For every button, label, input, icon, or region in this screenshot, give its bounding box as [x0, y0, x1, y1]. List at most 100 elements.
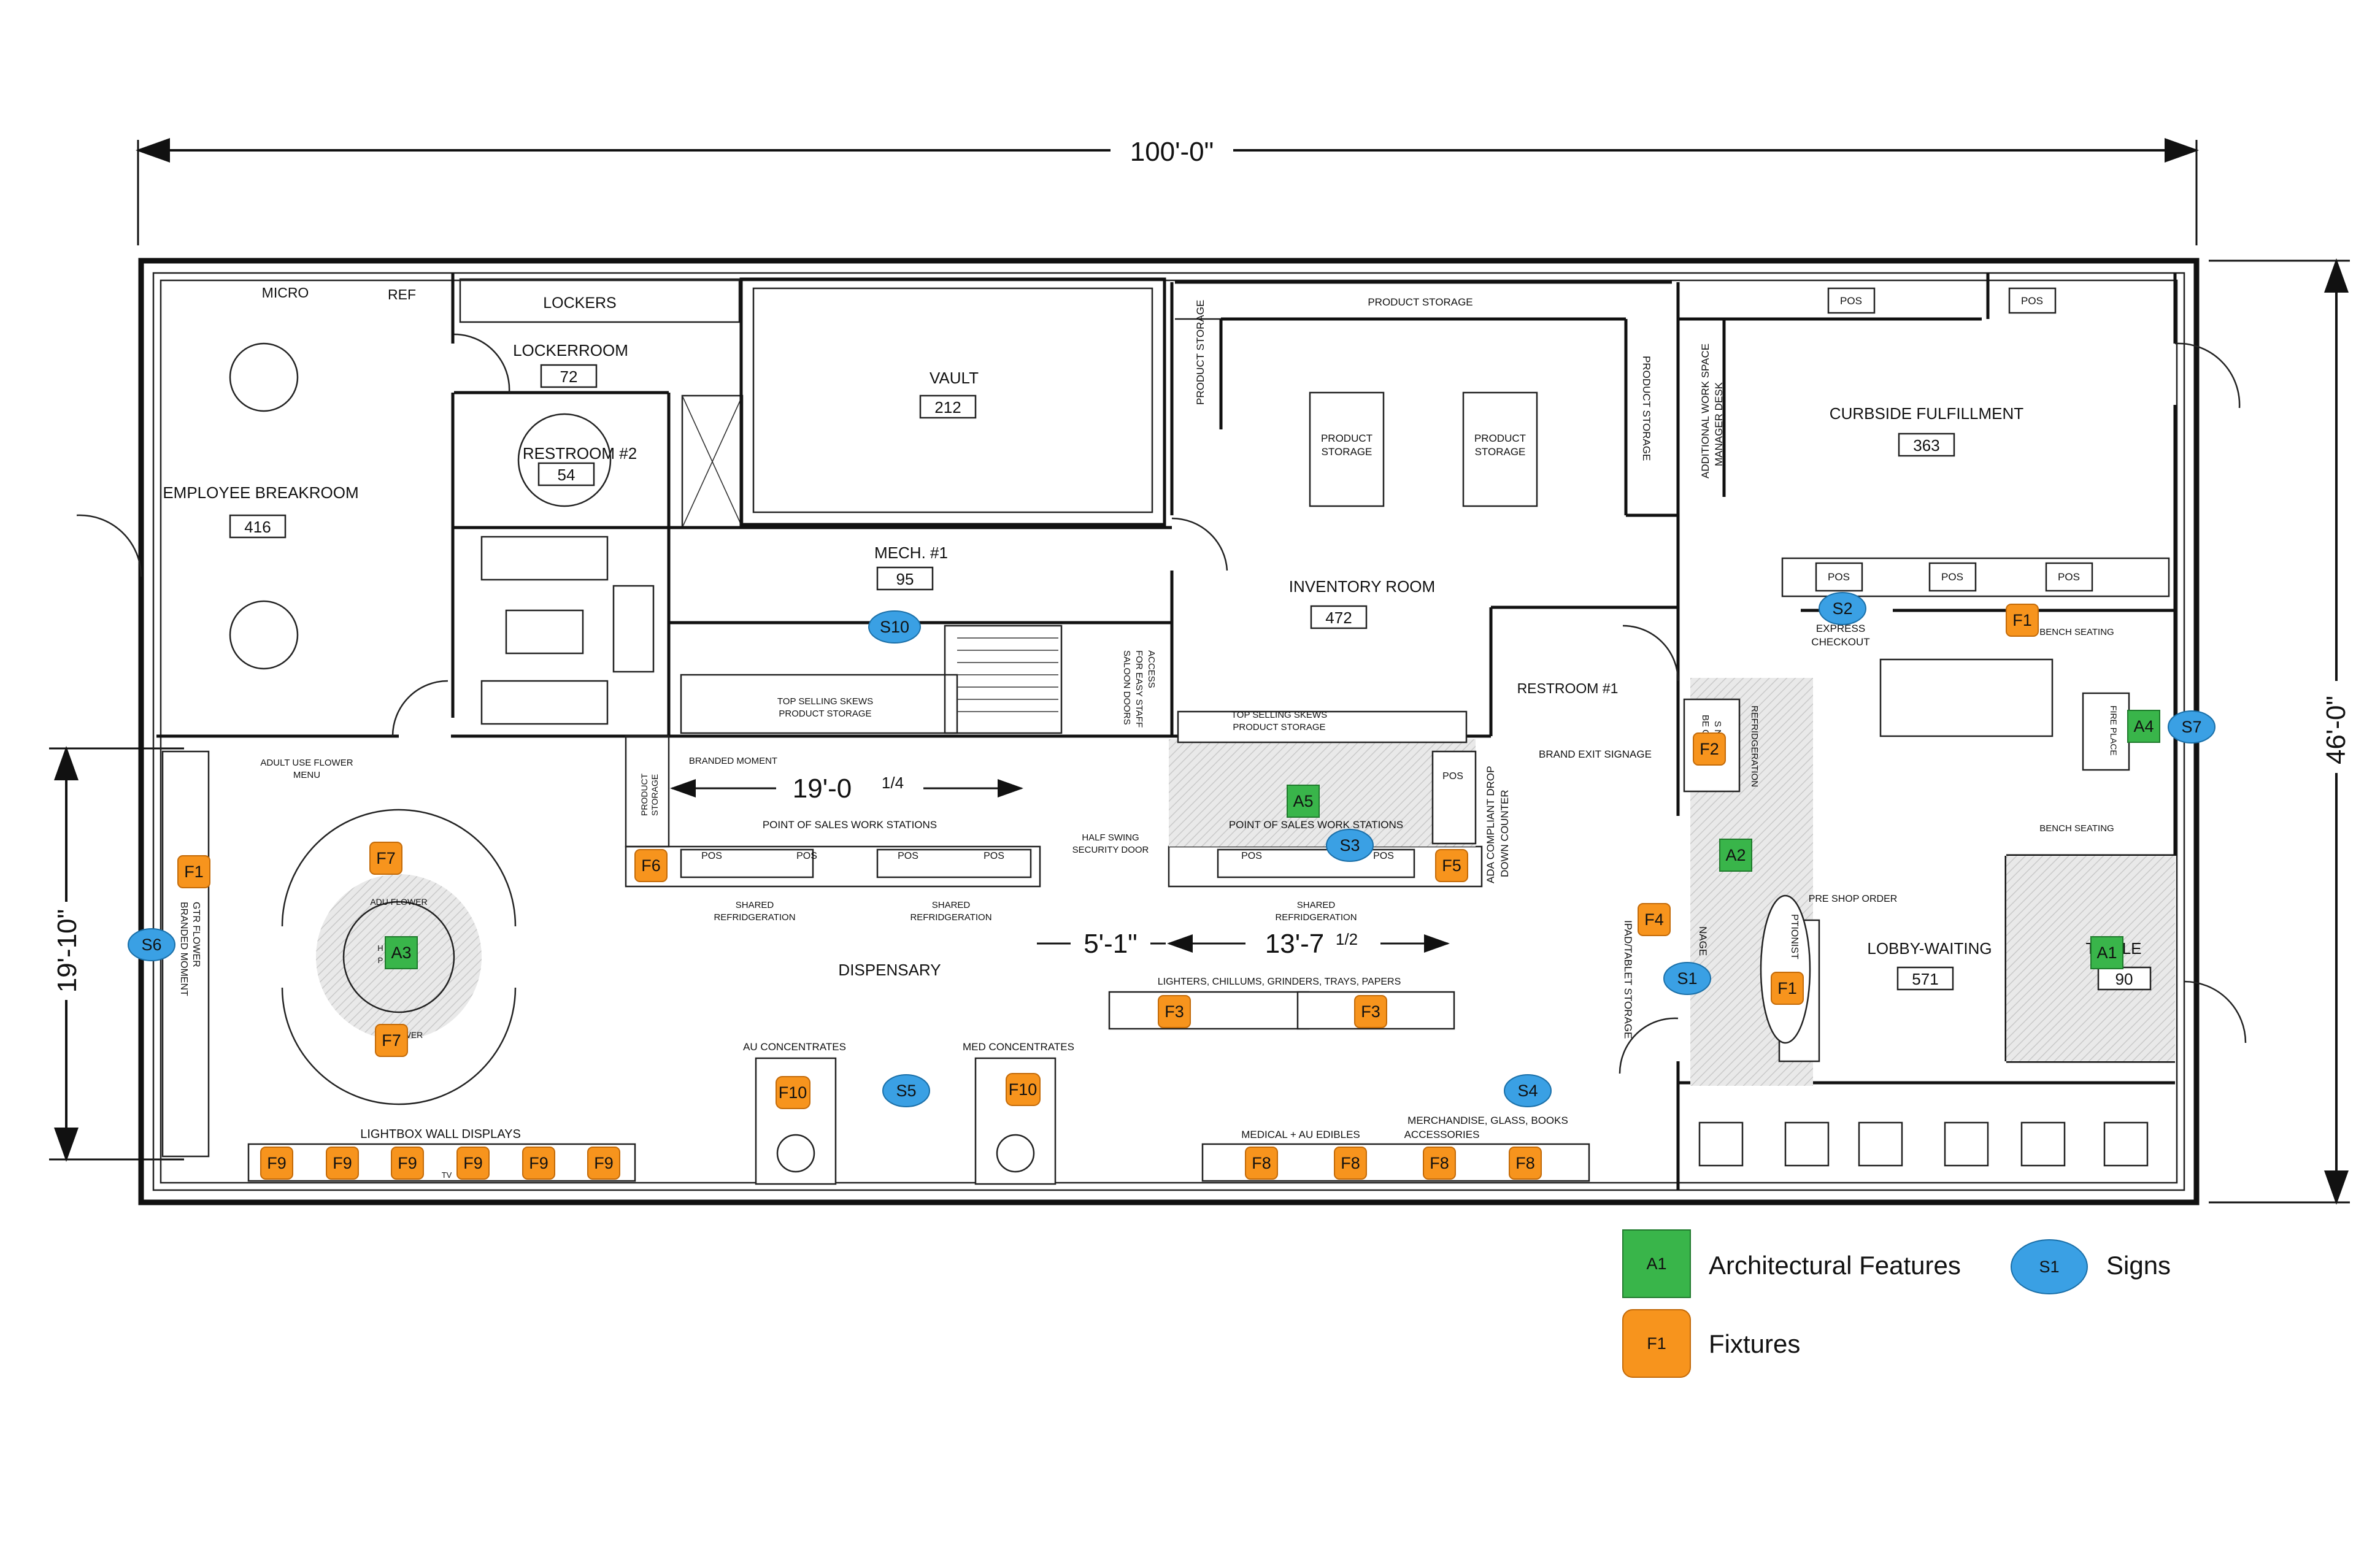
label-refridgeration: REFRIDGERATION	[1275, 912, 1357, 923]
tag-s10[interactable]: S10	[868, 610, 921, 644]
label-refridgeration: REFRIDGERATION	[1749, 705, 1760, 787]
dimension-gap: 5'-1"	[1037, 929, 1166, 960]
label-ada: DOWN COUNTER	[1499, 790, 1511, 877]
tag-a2[interactable]: A2	[1719, 839, 1752, 872]
room-labels: EMPLOYEE BREAKROOM 416 LOCKERROOM 72 RES…	[163, 341, 2152, 991]
label-receptionist: PTIONIST	[1789, 914, 1800, 959]
architectural-tags: A1 A2 A3 A4 A5	[385, 710, 2160, 969]
tag-f9[interactable]: F9	[587, 1147, 620, 1180]
svg-text:F3: F3	[1361, 1002, 1380, 1021]
annotations: MICRO REF LOCKERS PRODUCT STORAGE PRODUC…	[179, 285, 2119, 1180]
svg-text:F9: F9	[529, 1154, 549, 1172]
label-ps-box: STORAGE	[1322, 446, 1372, 458]
tag-f1-left[interactable]: F1	[177, 855, 210, 888]
room-name: CURBSIDE FULFILLMENT	[1830, 404, 2023, 423]
tag-s4[interactable]: S4	[1504, 1074, 1552, 1107]
tag-f2[interactable]: F2	[1693, 732, 1726, 766]
legend-sign-swatch: S1	[2011, 1239, 2088, 1294]
tag-f6[interactable]: F6	[634, 849, 668, 882]
room-number: 54	[558, 466, 576, 484]
tag-s7[interactable]: S7	[2168, 710, 2215, 744]
tag-f8[interactable]: F8	[1245, 1147, 1278, 1180]
label-med-concentrates: MED CONCENTRATES	[963, 1041, 1074, 1053]
tag-f10[interactable]: F10	[1006, 1073, 1041, 1106]
label-product-storage-v: PRODUCT STORAGE	[1641, 356, 1652, 461]
tag-f3[interactable]: F3	[1158, 995, 1191, 1028]
label-lockers: LOCKERS	[543, 294, 616, 312]
svg-text:F8: F8	[1430, 1154, 1449, 1172]
dimension-pos-run: 19'-0 1/4	[670, 773, 1023, 804]
tag-s1[interactable]: S1	[1663, 962, 1711, 995]
label-refridgeration: REFRIDGERATION	[910, 912, 991, 923]
svg-text:F7: F7	[382, 1031, 401, 1050]
tag-f9[interactable]: F9	[326, 1147, 359, 1180]
label-shared: SHARED	[1297, 900, 1336, 910]
room-name: DISPENSARY	[838, 961, 941, 979]
legend-arch-swatch: A1	[1622, 1229, 1691, 1298]
dim-pos-run-frac: 1/4	[882, 774, 904, 792]
room-number: 571	[1912, 970, 1938, 988]
tag-f7-top[interactable]: F7	[369, 842, 402, 875]
tag-s5[interactable]: S5	[882, 1074, 930, 1107]
dim-overall-depth: 46'-0"	[2321, 696, 2351, 764]
tag-f9[interactable]: F9	[260, 1147, 293, 1180]
label-security-door: SECURITY DOOR	[1072, 845, 1149, 855]
tag-s6[interactable]: S6	[128, 928, 175, 961]
label-pos: POS	[1840, 295, 1862, 307]
svg-text:F4: F4	[1644, 910, 1664, 929]
svg-text:F9: F9	[463, 1154, 483, 1172]
tag-f8[interactable]: F8	[1509, 1147, 1542, 1180]
label-ref: REF	[388, 286, 416, 302]
label-micro: MICRO	[262, 285, 309, 301]
tag-f9[interactable]: F9	[456, 1147, 490, 1180]
label-product-storage-small: STORAGE	[650, 774, 660, 816]
label-shared: SHARED	[736, 900, 774, 910]
svg-text:F9: F9	[398, 1154, 417, 1172]
tag-a4[interactable]: A4	[2127, 710, 2160, 743]
dimension-overall-depth: 46'-0"	[2209, 258, 2352, 1205]
label-branded-moment: BRANDED MOMENT	[689, 756, 777, 766]
svg-text:A2: A2	[1725, 846, 1746, 864]
svg-text:F3: F3	[1165, 1002, 1184, 1021]
tag-f8[interactable]: F8	[1423, 1147, 1456, 1180]
label-lighters: LIGHTERS, CHILLUMS, GRINDERS, TRAYS, PAP…	[1158, 977, 1401, 987]
tag-f9[interactable]: F9	[522, 1147, 555, 1180]
tag-s3[interactable]: S3	[1326, 829, 1374, 862]
room-number: 363	[1913, 436, 1939, 455]
dim-left-segment: 19'-10"	[52, 909, 82, 993]
legend-fix-label: Fixtures	[1709, 1329, 1800, 1358]
tag-f10[interactable]: F10	[776, 1076, 810, 1109]
tag-a5[interactable]: A5	[1287, 785, 1320, 818]
label-pre-shop: PRE SHOP ORDER	[1809, 894, 1898, 904]
dim-counter-frac: 1/2	[1336, 930, 1358, 948]
label-ps-box: PRODUCT	[1474, 432, 1526, 444]
tag-f5[interactable]: F5	[1435, 849, 1468, 882]
label-adult-flower: ADU FLOWER	[370, 897, 427, 907]
svg-text:S3: S3	[1339, 836, 1360, 855]
label-branded-gtr: BRANDED MOMENT	[179, 902, 189, 996]
tag-a1-lobby[interactable]: A1	[2090, 936, 2123, 969]
tag-f4[interactable]: F4	[1638, 903, 1671, 936]
label-pos-work-stations: POINT OF SALES WORK STATIONS	[763, 819, 937, 831]
tag-s2[interactable]: S2	[1819, 592, 1866, 625]
tag-f3[interactable]: F3	[1354, 995, 1387, 1028]
tag-f1-bench[interactable]: F1	[2006, 604, 2039, 637]
tag-f7-bottom[interactable]: F7	[375, 1024, 408, 1057]
label-bench-seating: BENCH SEATING	[2039, 627, 2114, 637]
tag-f9[interactable]: F9	[391, 1147, 424, 1180]
svg-text:F1: F1	[1647, 1334, 1666, 1353]
label-ps-box: STORAGE	[1475, 446, 1526, 458]
tag-f1-reception[interactable]: F1	[1771, 972, 1804, 1005]
label-checkout: CHECKOUT	[1811, 636, 1869, 648]
room-number: 472	[1325, 609, 1352, 627]
stairs	[944, 625, 1063, 734]
dim-counter-run: 13'-7	[1265, 929, 1324, 959]
tag-a3[interactable]: A3	[385, 936, 418, 969]
tag-f8[interactable]: F8	[1334, 1147, 1367, 1180]
dim-overall-width: 100'-0"	[1130, 137, 1214, 167]
room-name: RESTROOM #1	[1517, 680, 1619, 696]
label-accessories: ACCESSORIES	[1404, 1129, 1480, 1140]
label-fireplace: FIRE PLACE	[2109, 705, 2119, 756]
label-pos: POS	[796, 851, 817, 861]
svg-text:A5: A5	[1293, 792, 1313, 810]
